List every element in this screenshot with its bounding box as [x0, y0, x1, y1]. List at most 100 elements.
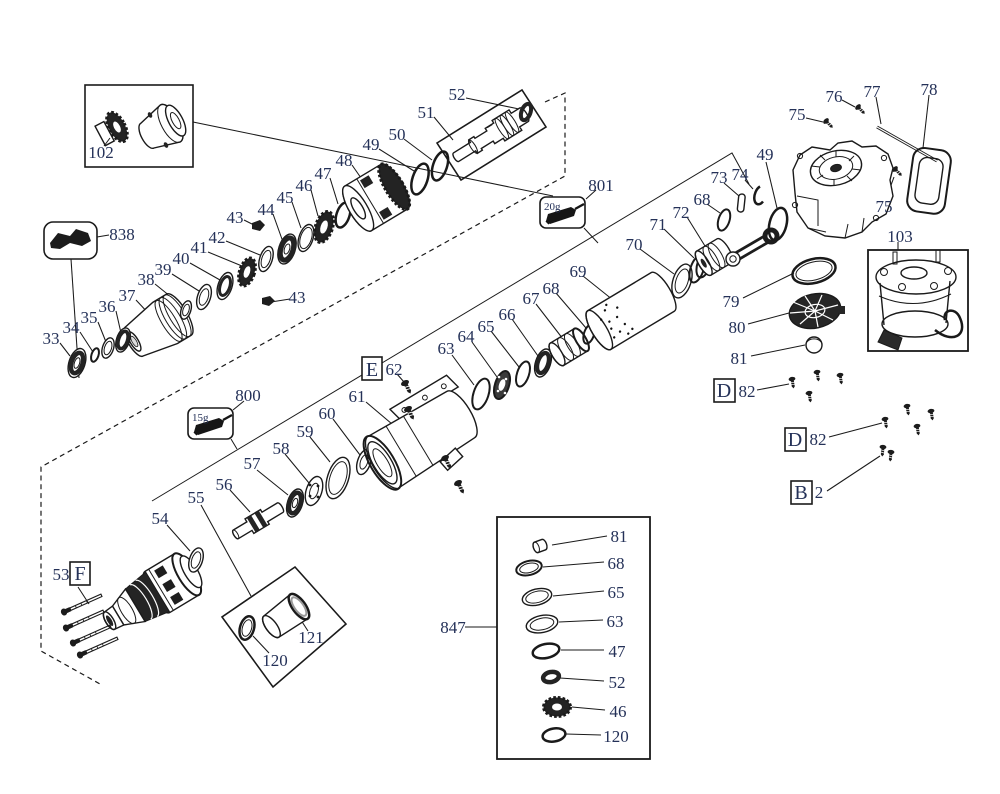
- part-52-o-ring: [518, 101, 534, 123]
- callout-labels: 102 838 33 34 35 36 37 38 39 40 41 42 43…: [43, 80, 938, 746]
- part-57-bearing: [285, 488, 305, 518]
- ptr-49b: [765, 161, 778, 209]
- part-39-washer: [195, 283, 213, 311]
- part-78-gasket: [906, 146, 952, 215]
- ptr-64: [471, 341, 498, 378]
- label-42: 42: [209, 228, 226, 247]
- ptr-74: [744, 179, 754, 190]
- screw-62-4: [452, 478, 468, 496]
- label-tag-B: B: [794, 482, 807, 504]
- label-67: 67: [523, 289, 541, 308]
- label-kit-52: 52: [609, 673, 626, 692]
- ptr-51: [433, 116, 454, 141]
- label-tag-F: F: [74, 563, 85, 585]
- part-connecting-rod: [725, 227, 780, 267]
- label-66: 66: [499, 305, 516, 324]
- ptr-80: [747, 312, 790, 325]
- part-121-sleeve: [261, 592, 311, 639]
- tag-box-F: [69, 561, 91, 586]
- part-50-o-ring: [430, 150, 450, 182]
- screw-76: [853, 102, 868, 117]
- part-54-washer: [188, 547, 204, 573]
- ptr-82b: [828, 422, 883, 438]
- ptr-55: [200, 504, 252, 597]
- label-20g: 20g: [544, 201, 561, 213]
- label-2: 2: [815, 483, 824, 502]
- tag-box-D1: [713, 378, 736, 403]
- label-847: 847: [440, 618, 466, 637]
- part-61-gear-housing: [362, 374, 478, 491]
- part-51-spindle-shaft: [452, 107, 530, 163]
- label-38: 38: [138, 270, 155, 289]
- ptr-59: [309, 436, 331, 463]
- screw-82b-4: [912, 422, 923, 437]
- label-103: 103: [887, 227, 913, 246]
- screw-82a-2: [812, 368, 823, 383]
- ptr-77: [875, 96, 882, 125]
- label-kit-46: 46: [610, 702, 627, 721]
- label-46: 46: [296, 176, 313, 195]
- part-35-washer: [101, 337, 115, 359]
- ptr-800: [232, 400, 245, 411]
- part-41-gear-hub: [237, 256, 257, 288]
- label-70: 70: [626, 235, 643, 254]
- part-120-o-ring: [238, 615, 256, 641]
- label-kit-65: 65: [608, 583, 625, 602]
- part-36-seal: [115, 327, 131, 353]
- screw-75a: [821, 116, 836, 131]
- ptr-44: [272, 213, 284, 243]
- ptr-35: [97, 321, 107, 343]
- part-43a-clip: [252, 220, 265, 231]
- label-80: 80: [729, 318, 746, 337]
- label-kit-68: 68: [608, 554, 625, 573]
- bolt-53-4: [75, 634, 120, 661]
- part-58-toothed-washer: [304, 475, 324, 507]
- ptr-56: [229, 489, 251, 513]
- label-57: 57: [244, 454, 262, 473]
- screw-2-1: [878, 444, 887, 458]
- label-77: 77: [864, 82, 882, 101]
- label-64: 64: [458, 327, 476, 346]
- label-75a: 75: [789, 105, 806, 124]
- label-kit-120: 120: [603, 727, 629, 746]
- part-80-fan: [788, 292, 845, 330]
- ptr-40: [189, 262, 221, 281]
- part-81-plug: [805, 336, 823, 354]
- ptr-45: [291, 201, 302, 229]
- ptr-69: [582, 275, 614, 301]
- part-74-circlip: [753, 185, 764, 206]
- label-kit-81: 81: [611, 527, 628, 546]
- ptr-k65: [552, 590, 605, 597]
- label-49a: 49: [363, 135, 380, 154]
- label-47: 47: [315, 164, 333, 183]
- label-kit-63: 63: [607, 612, 624, 631]
- label-40: 40: [173, 249, 190, 268]
- label-76: 76: [826, 87, 843, 106]
- dashed-group-boundary: [40, 92, 566, 685]
- screw-82a-4: [804, 389, 815, 404]
- label-69: 69: [570, 262, 587, 281]
- ptr-67: [535, 303, 564, 340]
- label-102: 102: [88, 143, 114, 162]
- label-48: 48: [336, 151, 353, 170]
- label-63: 63: [438, 339, 455, 358]
- ptr-50: [403, 138, 433, 161]
- label-801: 801: [588, 176, 614, 195]
- ptr-58: [284, 453, 310, 484]
- ptr-68a: [555, 292, 587, 329]
- label-44: 44: [258, 200, 276, 219]
- ptr-62: [396, 373, 405, 383]
- ptr-82a: [756, 383, 790, 391]
- label-33: 33: [43, 329, 60, 348]
- tag-box-D2: [784, 427, 807, 452]
- label-tag-D2: D: [788, 429, 802, 451]
- ptr-53: [77, 586, 90, 605]
- ptr-k63: [558, 619, 604, 623]
- bolt-53-3: [68, 622, 113, 649]
- label-45: 45: [277, 188, 294, 207]
- ptr-81: [750, 344, 806, 357]
- ptr-71: [663, 228, 695, 259]
- ptr-57: [256, 469, 289, 496]
- ptr-75a: [805, 117, 824, 123]
